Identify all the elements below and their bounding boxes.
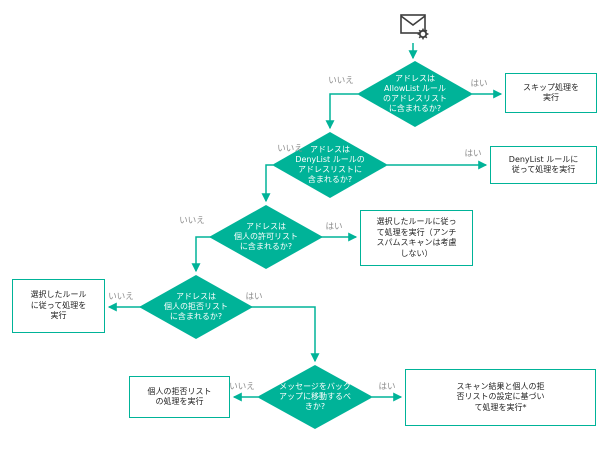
text-line: 個人の拒否リスト bbox=[164, 302, 228, 311]
decision-allowlist-text: アドレスは AllowList ルール のアドレスリスト に含まれるか? bbox=[383, 74, 447, 114]
decision-denylist-text: アドレスは DenyList ルールの アドレスリストに 含まれるか? bbox=[295, 145, 364, 185]
text-line: に含まれるか? bbox=[239, 242, 293, 251]
text-line: 否リストの設定に基づい bbox=[456, 392, 545, 402]
process-scan-result: スキャン結果と個人の拒 否リストの設定に基づい て処理を実行* bbox=[405, 369, 596, 426]
text-line: 含まれるか? bbox=[307, 175, 353, 184]
decision-backup-move-text: メッセージをバック アップに移動するべ きか? bbox=[279, 382, 351, 412]
text-line: の処理を実行 bbox=[155, 397, 204, 406]
text-line: 個人の許可リスト bbox=[234, 232, 298, 241]
text-line: 実行 bbox=[543, 93, 559, 102]
text-line: アップに移動するべ bbox=[279, 392, 351, 401]
edge-label-no-personal-deny: いいえ bbox=[108, 292, 134, 302]
edge-label-yes-personal-deny: はい bbox=[245, 292, 263, 302]
text-line: DenyList ルールの bbox=[295, 155, 365, 164]
process-skip: スキップ処理を 実行 bbox=[505, 73, 597, 113]
decision-personal-deny-text: アドレスは 個人の拒否リスト に含まれるか? bbox=[164, 292, 228, 322]
text-line: アドレスリストに bbox=[297, 165, 362, 174]
edge-label-no-allowlist: いいえ bbox=[328, 76, 354, 86]
text-line: 選択したルール bbox=[30, 290, 87, 300]
decision-personal-allow: アドレスは 個人の許可リスト に含まれるか? bbox=[209, 205, 323, 269]
text-line: て処理を実行* bbox=[474, 402, 527, 412]
text-line: 個人の拒否リスト bbox=[147, 386, 212, 396]
edge-label-no-denylist: いいえ bbox=[277, 144, 303, 154]
text-line: 選択したルールに従っ bbox=[376, 217, 457, 226]
text-line: に従って処理を bbox=[30, 300, 87, 310]
text-line: スパムスキャンは考慮 bbox=[376, 238, 457, 247]
text-line: アドレスは bbox=[246, 222, 286, 231]
edge-label-no-personal-allow: いいえ bbox=[179, 216, 205, 226]
edge-label-yes-denylist: はい bbox=[464, 149, 482, 159]
email-gear-icon bbox=[396, 13, 432, 43]
decision-personal-allow-text: アドレスは 個人の許可リスト に含まれるか? bbox=[234, 222, 298, 252]
text-line: メッセージをバック bbox=[279, 382, 351, 391]
text-line: 従って処理を実行 bbox=[511, 165, 576, 174]
text-line: しない） bbox=[400, 248, 433, 258]
text-line: のアドレスリスト bbox=[383, 94, 447, 103]
edge-label-yes-allowlist: はい bbox=[470, 79, 488, 89]
decision-allowlist: アドレスは AllowList ルール のアドレスリスト に含まれるか? bbox=[357, 61, 473, 127]
process-selected-rule-antispam: 選択したルールに従っ て処理を実行（アンチ スパムスキャンは考慮 しない） bbox=[360, 210, 473, 266]
text-line: 実行 bbox=[50, 311, 67, 321]
decision-personal-deny: アドレスは 個人の拒否リスト に含まれるか? bbox=[139, 275, 253, 339]
text-line: アドレスは bbox=[309, 145, 350, 154]
text-line: スキャン結果と個人の拒 bbox=[456, 381, 545, 391]
text-line: に含まれるか? bbox=[169, 312, 223, 321]
text-line: スキップ処理を bbox=[523, 82, 579, 92]
text-line: きか? bbox=[304, 402, 326, 411]
text-line: AllowList ルール bbox=[384, 84, 446, 93]
text-line: て処理を実行（アンチ bbox=[376, 227, 457, 237]
text-line: アドレスは bbox=[395, 74, 435, 83]
text-line: に含まれるか? bbox=[388, 104, 442, 113]
text-line: DenyList ルールに bbox=[508, 154, 579, 164]
process-denylist-rule: DenyList ルールに 従って処理を実行 bbox=[490, 146, 597, 184]
edge-label-yes-backup: はい bbox=[378, 382, 396, 392]
edge-label-yes-personal-allow: はい bbox=[325, 222, 343, 232]
decision-backup-move: メッセージをバック アップに移動するべ きか? bbox=[257, 365, 373, 429]
process-personal-deny-action: 個人の拒否リスト の処理を実行 bbox=[129, 376, 230, 418]
text-line: アドレスは bbox=[176, 292, 216, 301]
edge-label-no-backup: いいえ bbox=[229, 382, 255, 392]
decision-denylist: アドレスは DenyList ルールの アドレスリストに 含まれるか? bbox=[272, 132, 388, 198]
process-selected-rule: 選択したルール に従って処理を 実行 bbox=[12, 279, 105, 333]
